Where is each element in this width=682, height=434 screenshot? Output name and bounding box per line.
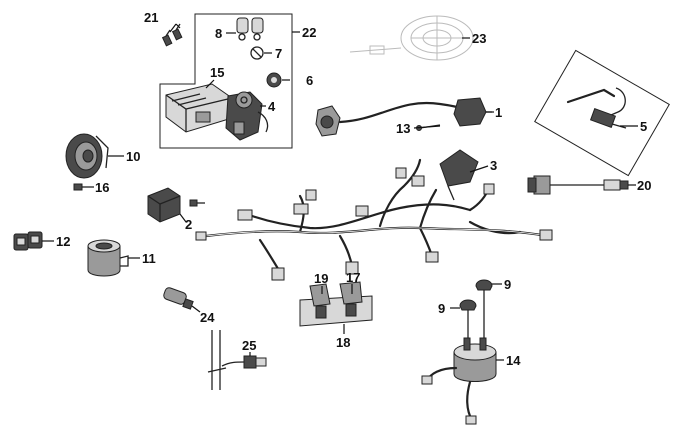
part-25-stand-switch xyxy=(207,330,267,390)
callout-17: 17 xyxy=(346,270,360,285)
callout-labels: 21 8 22 7 6 15 4 23 1 13 5 10 16 3 20 2 … xyxy=(56,10,651,368)
part-24-bulb xyxy=(163,287,194,310)
part-7-ring xyxy=(250,46,264,60)
callout-9-lower: 9 xyxy=(438,301,445,316)
callout-8: 8 xyxy=(215,26,222,41)
callout-9-upper: 9 xyxy=(504,277,511,292)
part-16-bolt xyxy=(73,183,90,191)
main-wiring-harness xyxy=(195,158,553,281)
part-4-ignition-switch xyxy=(225,91,269,141)
part-3-relay xyxy=(439,149,479,201)
part-11-buzzer xyxy=(87,239,129,277)
part-8-keys xyxy=(236,17,264,41)
callout-20: 20 xyxy=(637,178,651,193)
part-5-switch xyxy=(566,87,627,129)
callout-21: 21 xyxy=(144,10,158,25)
callout-3: 3 xyxy=(490,158,497,173)
callout-6: 6 xyxy=(306,73,313,88)
part-18-relay-bracket xyxy=(299,281,373,327)
callout-5: 5 xyxy=(640,119,647,134)
callout-11: 11 xyxy=(142,251,156,266)
part-23-round-unit xyxy=(349,15,474,61)
callout-15: 15 xyxy=(210,65,224,80)
part-1-ignition-coil xyxy=(315,97,494,137)
part-20-sensor xyxy=(527,175,629,195)
part-14-starter-relay xyxy=(421,290,497,425)
part-9-caps xyxy=(459,279,493,311)
part-6-cap xyxy=(266,72,282,88)
callout-18: 18 xyxy=(336,335,350,350)
callout-16: 16 xyxy=(95,180,109,195)
callout-24: 24 xyxy=(200,310,215,325)
callout-19: 19 xyxy=(314,271,328,286)
callout-13: 13 xyxy=(396,121,410,136)
group-frame-ignition-cdi xyxy=(159,13,293,149)
part-2-regulator xyxy=(147,187,205,223)
callout-1: 1 xyxy=(495,105,502,120)
group-frame-item-5 xyxy=(534,49,670,177)
part-15-cdi-unit xyxy=(165,83,233,133)
callout-25: 25 xyxy=(242,338,256,353)
callout-7: 7 xyxy=(275,46,282,61)
part-10-horn xyxy=(65,133,109,179)
part-12-connectors xyxy=(13,231,43,251)
callout-12: 12 xyxy=(56,234,70,249)
callout-2: 2 xyxy=(185,217,192,232)
leader-lines xyxy=(42,23,638,361)
callout-10: 10 xyxy=(126,149,140,164)
callout-14: 14 xyxy=(506,353,521,368)
part-21-bolts xyxy=(161,23,183,47)
callout-4: 4 xyxy=(268,99,276,114)
callout-23: 23 xyxy=(472,31,486,46)
callout-22: 22 xyxy=(302,25,316,40)
